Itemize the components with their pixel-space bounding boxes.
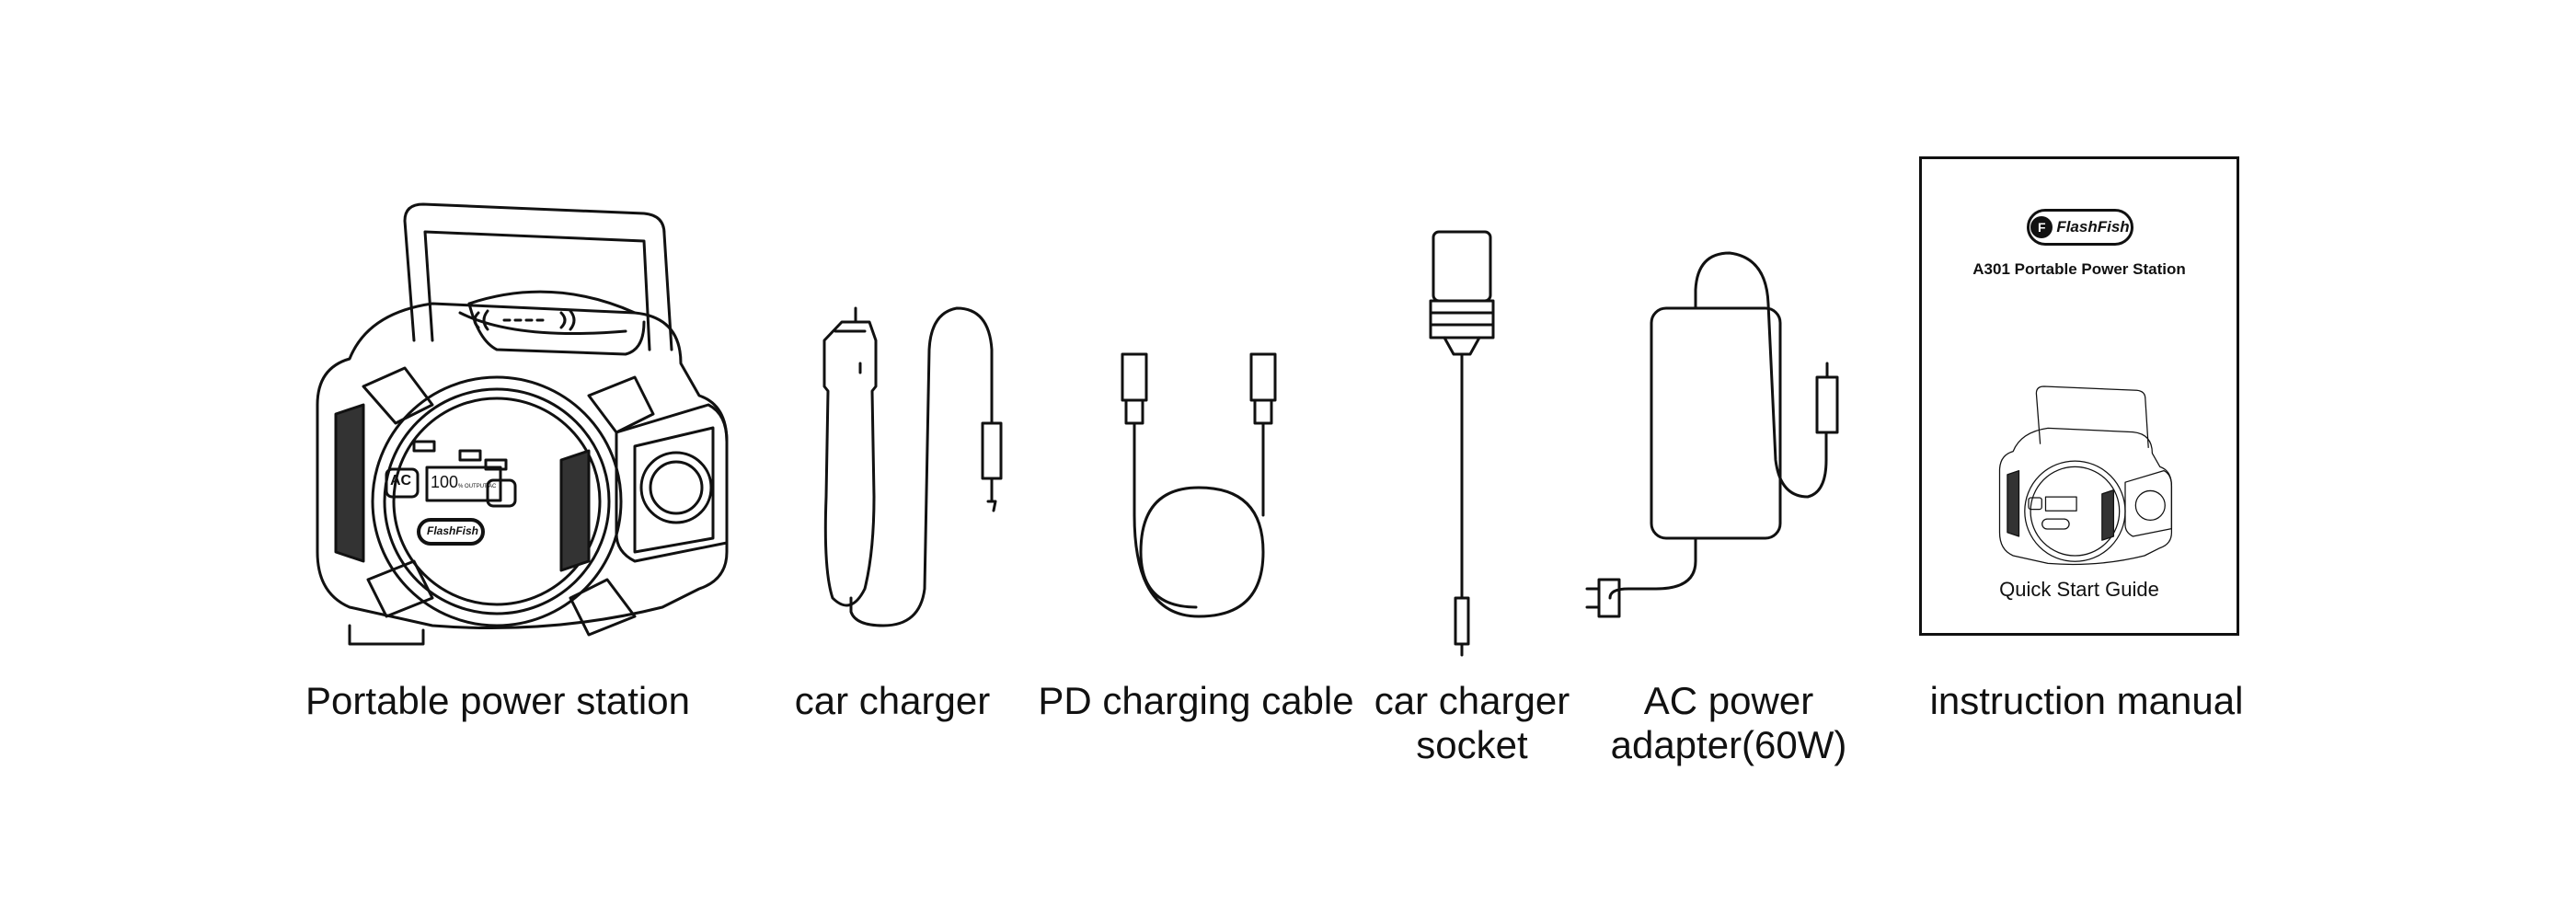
label-ac-power-adapter: AC power adapter(60W) (1611, 679, 1847, 767)
device-brand: FlashFish (427, 524, 479, 537)
manual-brand: FlashFish (2056, 218, 2130, 236)
portable-power-station-illustration (316, 202, 729, 646)
device-display: 100% OUTPUT AC (431, 473, 496, 492)
car-charger-illustration (822, 306, 1003, 627)
label-line: socket (1416, 723, 1528, 766)
label-portable-power-station: Portable power station (305, 679, 690, 722)
label-car-charger-socket: car charger socket (1374, 679, 1570, 767)
manual-title: A301 Portable Power Station (1972, 260, 2186, 278)
car-charger-socket-illustration (1429, 230, 1495, 657)
label-line: adapter(60W) (1610, 723, 1847, 766)
instruction-manual: F FlashFish A301 Portable Power Station … (1919, 156, 2239, 636)
device-ac-button-text: AC (390, 473, 412, 489)
label-car-charger: car charger (794, 679, 991, 722)
manual-cover-illustration (1998, 385, 2173, 566)
label-instruction-manual: instruction manual (1929, 679, 2244, 722)
manual-brand-logo: F FlashFish (2027, 209, 2133, 246)
ac-power-adapter-illustration (1585, 251, 1839, 618)
device-display-value: 100 (431, 473, 459, 491)
flashfish-logo-icon: F (2030, 216, 2053, 238)
pd-charging-cable-illustration (1121, 352, 1277, 618)
manual-subtitle: Quick Start Guide (1999, 578, 2159, 601)
label-line: car charger (1374, 679, 1570, 722)
label-pd-charging-cable: PD charging cable (1038, 679, 1354, 722)
label-line: AC power (1643, 679, 1814, 722)
device-display-suffix: % OUTPUT AC (458, 484, 497, 489)
